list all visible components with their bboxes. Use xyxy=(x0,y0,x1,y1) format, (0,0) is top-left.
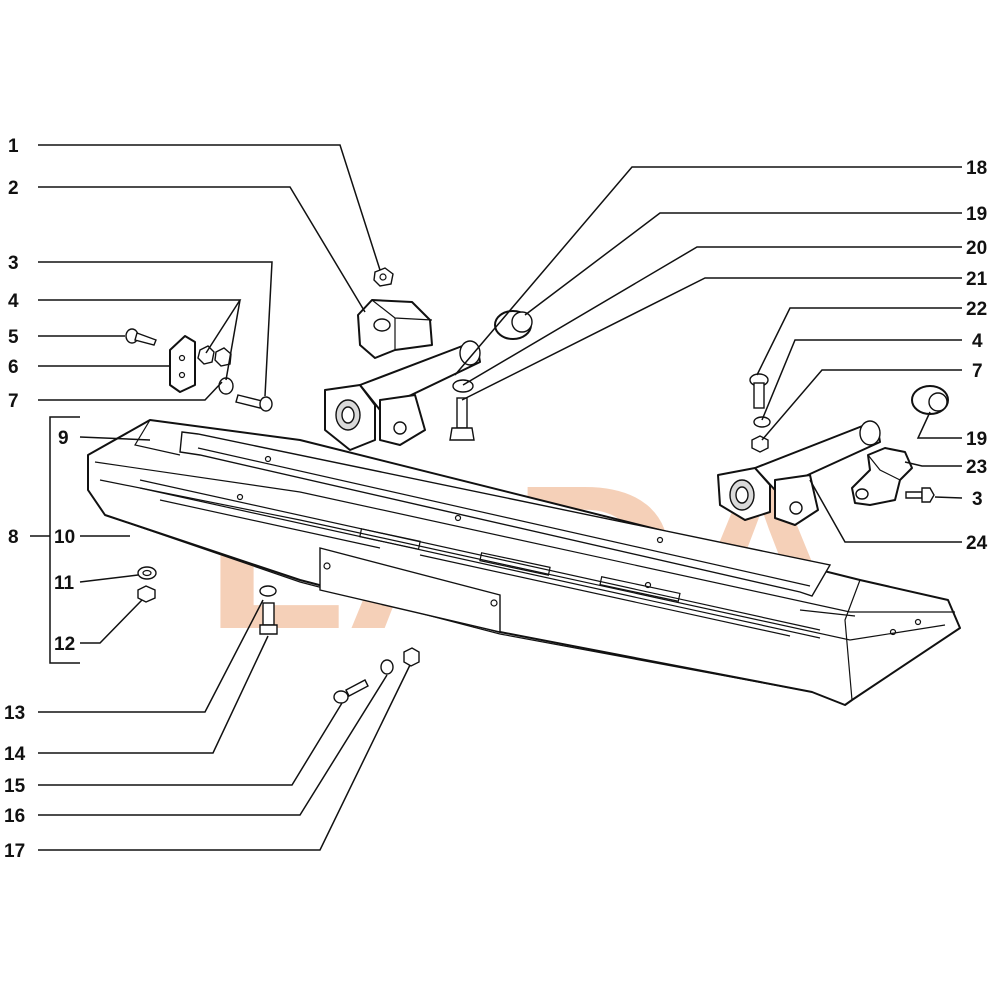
callout-23: 23 xyxy=(966,457,987,478)
callout-labels: 1 2 3 4 5 6 7 8 9 10 11 12 13 14 15 16 1… xyxy=(4,136,988,862)
callout-24: 24 xyxy=(966,533,988,554)
callout-19-lower: 19 xyxy=(966,429,987,450)
callout-1: 1 xyxy=(8,136,19,157)
callout-13: 13 xyxy=(4,703,25,724)
washer-20 xyxy=(452,379,474,393)
callout-8: 8 xyxy=(8,527,19,548)
callout-3-left: 3 xyxy=(8,253,19,274)
callout-22: 22 xyxy=(966,299,987,320)
callout-16: 16 xyxy=(4,806,25,827)
callout-20: 20 xyxy=(966,238,987,259)
callout-14: 14 xyxy=(4,744,26,765)
callout-15: 15 xyxy=(4,776,26,797)
left-mounting-bracket xyxy=(324,340,481,451)
bolt-15 xyxy=(333,679,369,704)
callout-7-right: 7 xyxy=(972,361,983,382)
callout-4-right: 4 xyxy=(972,331,983,352)
callout-11: 11 xyxy=(54,573,75,594)
callout-21: 21 xyxy=(966,269,988,290)
leader-lines xyxy=(30,144,963,851)
nut-12 xyxy=(137,585,156,603)
callout-17: 17 xyxy=(4,841,25,862)
washer-7-left xyxy=(218,377,234,395)
bolt-3-right xyxy=(905,487,935,503)
bolt-21 xyxy=(449,397,475,441)
nut-7-right xyxy=(751,435,769,453)
nut-4b-left xyxy=(214,347,232,367)
callout-6: 6 xyxy=(8,357,19,378)
washer-16 xyxy=(380,659,394,675)
clamp-23 xyxy=(851,447,913,506)
callout-4-left: 4 xyxy=(8,291,19,312)
bolt-14 xyxy=(259,602,278,635)
grommet-19-left xyxy=(494,310,533,340)
callout-3-right: 3 xyxy=(972,489,983,510)
plate-6 xyxy=(169,335,196,393)
nut-17 xyxy=(403,647,420,667)
callout-7-left: 7 xyxy=(8,391,19,412)
nut-4-left xyxy=(197,345,215,365)
right-mounting-bracket xyxy=(717,420,881,526)
callout-10: 10 xyxy=(54,527,75,548)
washer-11 xyxy=(137,566,157,580)
callout-18: 18 xyxy=(966,158,987,179)
bolt-3-left xyxy=(235,394,273,412)
washer-4-right xyxy=(753,416,771,428)
bumper-assembly xyxy=(87,419,961,706)
callout-9: 9 xyxy=(58,428,69,449)
callout-5: 5 xyxy=(8,327,19,348)
callout-12: 12 xyxy=(54,634,75,655)
washer-13 xyxy=(259,585,277,597)
callout-19-upper: 19 xyxy=(966,204,987,225)
nut-1 xyxy=(373,267,394,287)
bumper-reinforcement-bar xyxy=(179,431,832,597)
bumper-center-bracket xyxy=(319,547,501,633)
screw-5 xyxy=(125,328,157,346)
upper-bracket-2 xyxy=(357,299,433,359)
bolt-22 xyxy=(749,373,769,409)
callout-2: 2 xyxy=(8,178,19,199)
grommet-19-right xyxy=(911,385,949,415)
